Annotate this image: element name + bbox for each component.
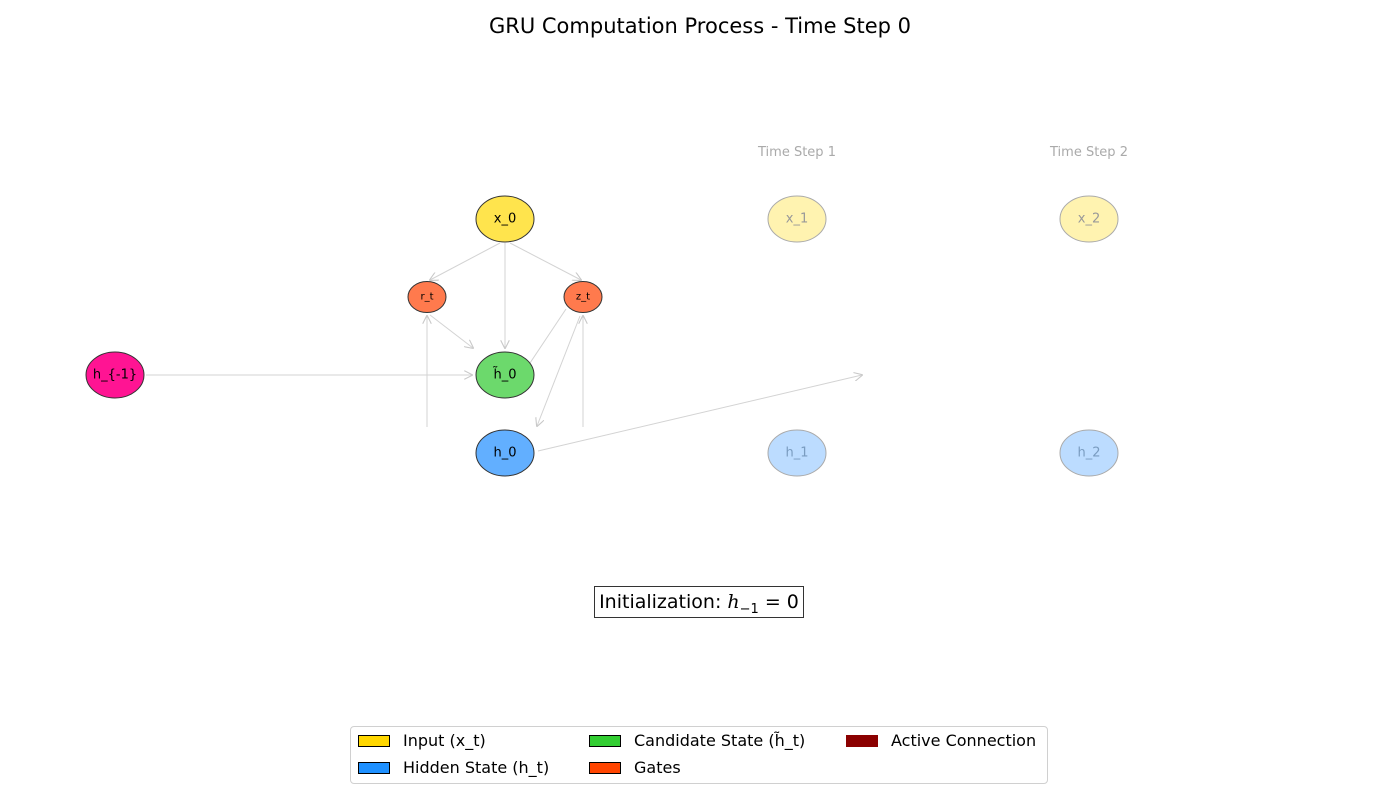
legend-label-hidden: Hidden State (h_t) (403, 758, 550, 777)
node-x1-label: x_1 (786, 212, 808, 227)
legend-swatch-input (358, 734, 390, 747)
legend-label-gates: Gates (634, 758, 681, 777)
node-x2: x_2 (1059, 195, 1119, 243)
node-update-gate: z_t (563, 281, 603, 313)
node-h-prev-label: h_{-1} (93, 368, 137, 383)
legend: Input (x_t) Hidden State (h_t) Candidate… (350, 726, 1048, 784)
node-x0: x_0 (475, 195, 535, 243)
initialization-subscript: −1 (739, 601, 759, 617)
node-x0-label: x_0 (494, 212, 516, 227)
edge-x0-to-rt (430, 242, 501, 280)
legend-item-active: Active Connection (846, 731, 1036, 750)
legend-swatch-candidate (589, 734, 621, 747)
node-reset-gate: r_t (407, 281, 447, 313)
initialization-variable: h (727, 591, 740, 613)
connections (146, 242, 862, 452)
edge-zt-to-h0 (537, 315, 581, 426)
edge-h0-to-next (537, 375, 862, 452)
initialization-prefix: Initialization: (599, 591, 728, 613)
node-h2-label: h_2 (1077, 446, 1100, 461)
node-x1: x_1 (767, 195, 827, 243)
node-h1: h_1 (767, 429, 827, 477)
legend-label-candidate: Candidate State (h̃_t) (634, 731, 806, 750)
time-step-2-label: Time Step 2 (1049, 145, 1128, 160)
legend-label-active: Active Connection (891, 731, 1037, 750)
legend-swatch-active (846, 734, 878, 747)
legend-item-input: Input (x_t) (358, 731, 486, 750)
node-candidate-state: h̃_0 (475, 351, 535, 399)
legend-item-candidate: Candidate State (h̃_t) (589, 731, 805, 750)
node-h2: h_2 (1059, 429, 1119, 477)
legend-label-input: Input (x_t) (403, 731, 486, 750)
initialization-annotation: Initialization: h−1 = 0 (594, 586, 804, 618)
node-h1-label: h_1 (785, 446, 808, 461)
legend-swatch-gates (589, 761, 621, 774)
edge-rt-to-htilde (429, 314, 473, 348)
node-x2-label: x_2 (1078, 212, 1100, 227)
time-step-1-label: Time Step 1 (757, 145, 836, 160)
legend-item-hidden: Hidden State (h_t) (358, 758, 549, 777)
legend-swatch-hidden (358, 761, 390, 774)
diagram-title: GRU Computation Process - Time Step 0 (488, 14, 912, 38)
node-reset-gate-label: r_t (420, 292, 433, 303)
node-h-prev: h_{-1} (85, 351, 145, 399)
legend-item-gates: Gates (589, 758, 681, 777)
node-update-gate-label: z_t (576, 292, 590, 303)
node-h0-label: h_0 (493, 446, 516, 461)
edge-x0-to-zt (509, 242, 581, 280)
initialization-suffix: = 0 (758, 591, 799, 613)
node-candidate-state-label: h̃_0 (493, 367, 517, 382)
node-h0: h_0 (475, 429, 535, 477)
